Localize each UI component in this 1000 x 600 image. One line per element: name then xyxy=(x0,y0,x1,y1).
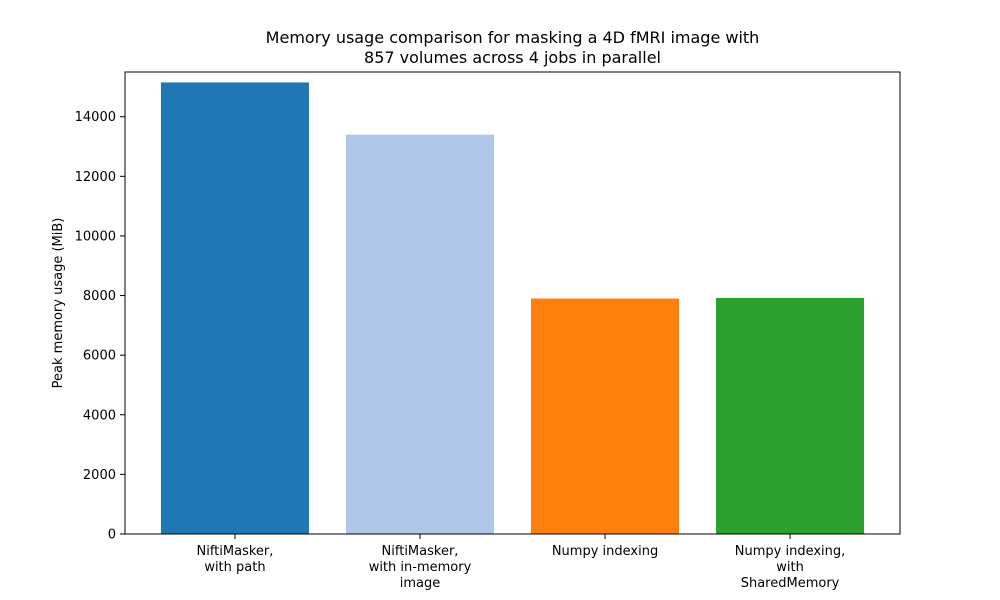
bar xyxy=(531,298,680,534)
y-tick-label: 10000 xyxy=(75,229,116,244)
y-axis-ticks: 0 2000 4000 6000 8000 10000 12000 14000 xyxy=(75,110,125,543)
bars xyxy=(160,82,865,535)
bar xyxy=(160,82,309,535)
chart-title-line: Memory usage comparison for masking a 4D… xyxy=(266,28,760,47)
chart-title-line: 857 volumes across 4 jobs in parallel xyxy=(364,48,661,67)
y-axis-label: Peak memory usage (MiB) xyxy=(51,218,66,389)
chart-title: Memory usage comparison for masking a 4D… xyxy=(266,28,760,67)
y-tick-label: 4000 xyxy=(83,408,116,423)
x-tick-label: image xyxy=(400,576,441,591)
y-tick-label: 8000 xyxy=(83,289,116,304)
x-tick-label: with in-memory xyxy=(369,560,472,575)
x-tick-label: SharedMemory xyxy=(741,576,840,591)
x-tick-label: Numpy indexing xyxy=(552,544,658,559)
x-tick-label: NiftiMasker, xyxy=(382,544,459,559)
y-tick-label: 14000 xyxy=(75,110,116,125)
axes-frame xyxy=(124,71,901,535)
x-tick-label: with path xyxy=(204,560,265,575)
y-tick-label: 6000 xyxy=(83,349,116,364)
y-tick-label: 0 xyxy=(108,528,116,543)
y-tick-label: 12000 xyxy=(75,170,116,185)
x-tick-label: NiftiMasker, xyxy=(197,544,274,559)
bar xyxy=(716,297,865,534)
x-tick-label: with xyxy=(776,560,804,575)
bar xyxy=(345,134,494,534)
y-tick-label: 2000 xyxy=(83,468,116,483)
x-tick-label: Numpy indexing, xyxy=(735,544,846,559)
